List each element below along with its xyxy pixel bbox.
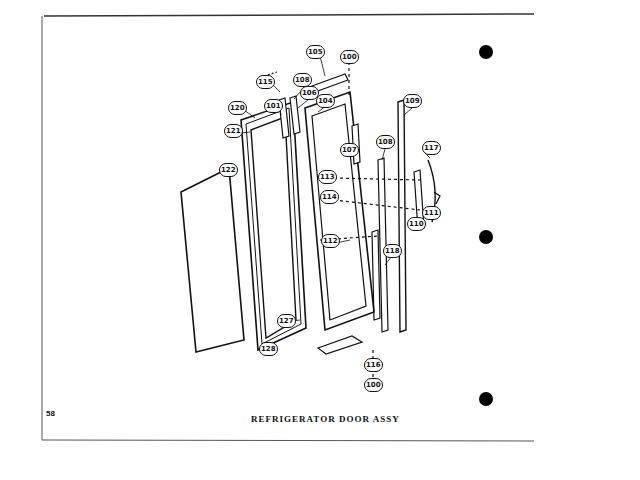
callout-number: 100 <box>364 378 383 392</box>
callout-number: 111 <box>422 206 441 220</box>
callout-number: 108 <box>293 73 312 87</box>
callout-number: 120 <box>228 101 247 115</box>
callout-number: 105 <box>306 45 325 59</box>
callout-number: 114 <box>320 190 339 204</box>
callout-number: 115 <box>256 75 275 89</box>
callout-number: 122 <box>219 163 238 177</box>
callout-number: 107 <box>340 143 359 157</box>
diagram-title: REFRIGERATOR DOOR ASSY <box>250 414 401 424</box>
callout-number: 101 <box>264 99 283 113</box>
callout-number: 127 <box>277 314 296 328</box>
callout-number: 118 <box>383 244 402 258</box>
callout-number: 116 <box>364 358 383 372</box>
callout-number: 100 <box>340 50 359 64</box>
callout-number: 121 <box>224 124 243 138</box>
callout-number: 110 <box>407 217 426 231</box>
page-number: 58 <box>46 409 55 418</box>
callout-number: 108 <box>376 135 395 149</box>
callout-number: 104 <box>316 94 335 108</box>
callout-number: 113 <box>318 170 337 184</box>
callout-number: 128 <box>259 342 278 356</box>
callout-number: 112 <box>321 234 340 248</box>
callout-number: 117 <box>422 141 441 155</box>
callout-number: 109 <box>403 94 422 108</box>
